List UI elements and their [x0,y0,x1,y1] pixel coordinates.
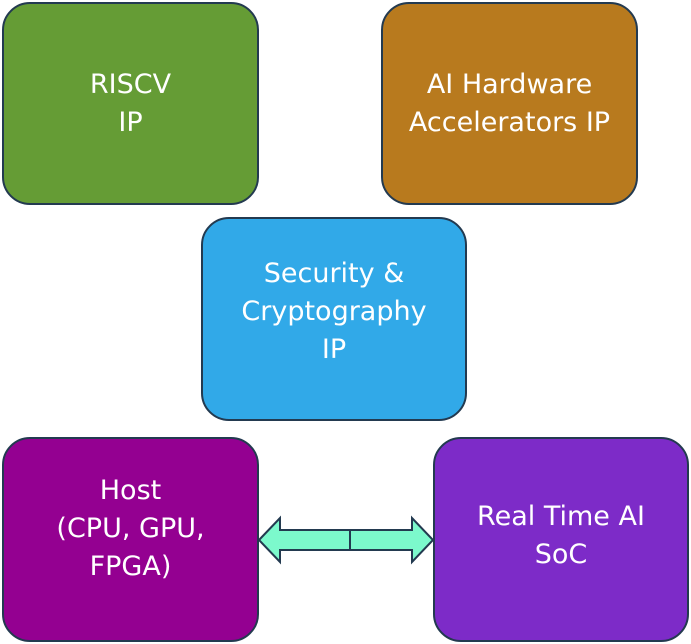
block-label-line: SoC [534,538,588,570]
block-label-line: IP [118,106,143,138]
block-label-line: IP [321,334,347,365]
double-arrow-icon [257,515,435,565]
block-label-line: FPGA) [89,550,172,582]
security-cryptography-block: Security & Cryptography IP [201,217,467,421]
block-label-line: Accelerators IP [408,106,611,138]
block-label-line: RISCV [89,68,172,100]
double-arrow-shape [257,515,435,565]
host-block: Host (CPU, GPU, FPGA) [2,437,259,642]
block-label-line: Real Time AI [477,500,645,532]
block-label-line: (CPU, GPU, [56,512,205,544]
block-label-line: Cryptography [241,296,427,327]
riscv-ip-block: RISCV IP [2,2,259,205]
block-label-line: Host [99,474,162,506]
block-label-line: AI Hardware [426,68,593,100]
realtime-ai-soc-block: Real Time AI SoC [433,437,689,642]
ai-hardware-accelerators-block: AI Hardware Accelerators IP [381,2,638,205]
block-label-line: Security & [263,258,405,289]
